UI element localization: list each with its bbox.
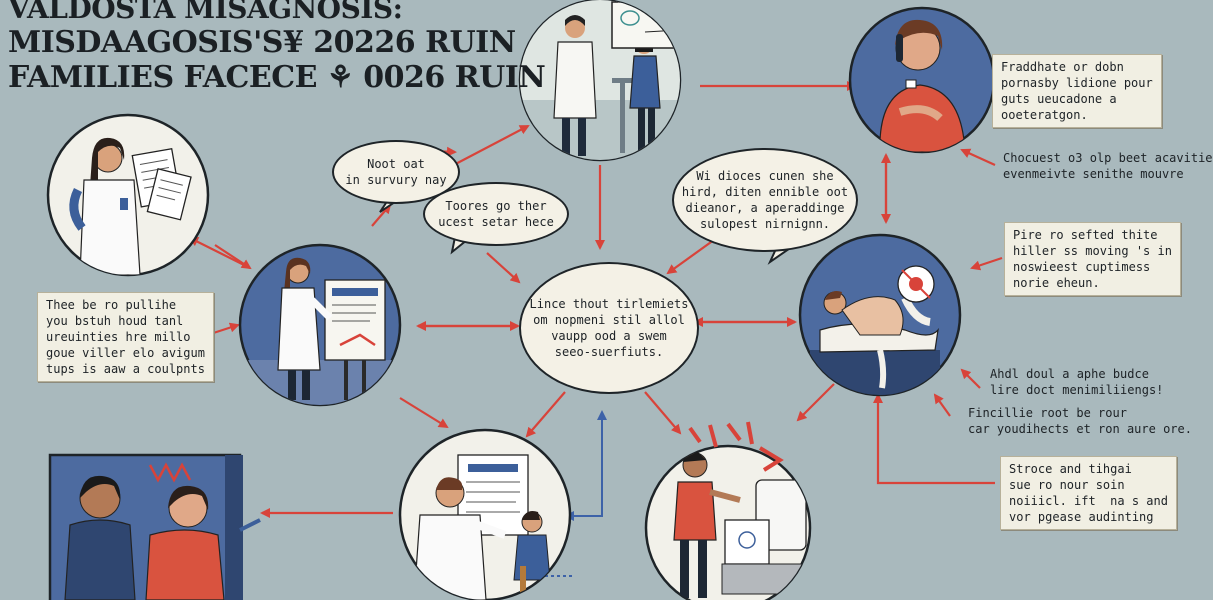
title-line-3: FAMILIES FACECE ⚘ 0026 RUIN bbox=[8, 60, 546, 95]
circle-patient-bed bbox=[798, 233, 962, 397]
circle-doctor-consult bbox=[518, 0, 682, 162]
center-bubble: Lince thout tirlemiets om nopmeni stil a… bbox=[519, 262, 699, 394]
speech-bubble-2: Toores go ther ucest setar hece bbox=[423, 182, 569, 246]
family-panel bbox=[48, 453, 261, 600]
title-line-2: MISDAAGOSIS'S¥ 20226 RUIN bbox=[8, 25, 516, 60]
note-left: Thee be ro pullihe you bstuh houd tanl u… bbox=[37, 292, 214, 382]
note-right-3: Ahdl doul a aphe budce lire doct menimil… bbox=[990, 367, 1164, 397]
title-line-1: VALDOSTA MISAGNOSIS: bbox=[8, 0, 403, 25]
note-right-2: Pire ro sefted thite hiller ss moving 's… bbox=[1004, 222, 1181, 296]
alarm-marks bbox=[688, 421, 784, 472]
note-top-right: Fraddhate or dobn pornasby lidione pour … bbox=[992, 54, 1162, 128]
note-right-1: Chocuest o3 olp beet acavitie evenmeivte… bbox=[1003, 151, 1213, 181]
circle-doctor-presentation bbox=[238, 243, 402, 407]
note-bottom-right: Stroce and tihgai sue ro nour soin noiii… bbox=[1000, 456, 1177, 530]
speech-bubble-3: Wi dioces cunen she hird, diten ennible … bbox=[672, 148, 858, 252]
circle-man-machine bbox=[644, 444, 812, 600]
note-right-4: Fincillie root be rour car youdihects et… bbox=[968, 406, 1192, 436]
circle-doctor-child bbox=[398, 428, 572, 600]
circle-doctor-papers bbox=[46, 113, 210, 277]
circle-phone-call bbox=[848, 6, 996, 154]
